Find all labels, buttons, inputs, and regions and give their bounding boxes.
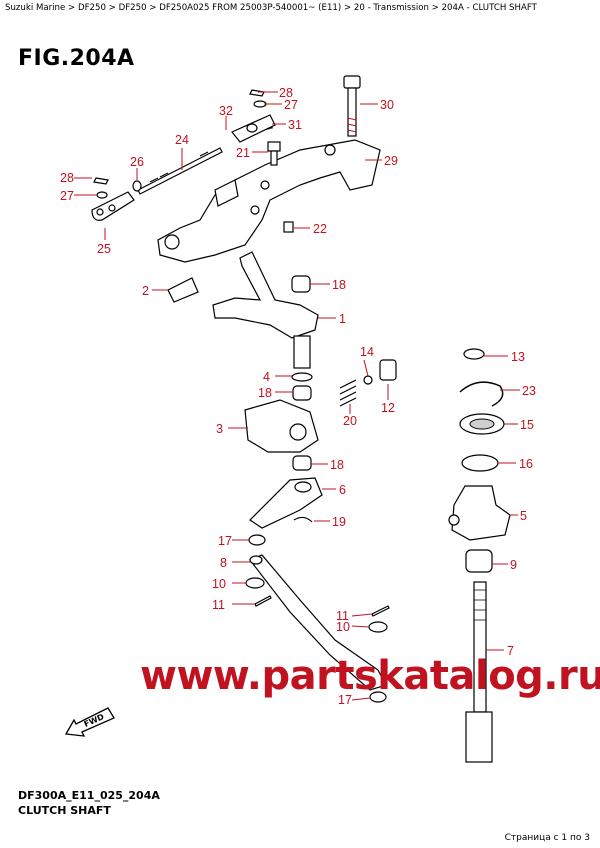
label-24: 24 (175, 133, 189, 147)
label-30: 30 (380, 98, 394, 112)
label-29: 29 (384, 154, 398, 168)
part-4-washer (291, 372, 313, 382)
label-2: 2 (142, 284, 149, 298)
label-10b: 10 (336, 620, 350, 634)
watermark: www.partskatalog.ru (140, 653, 600, 699)
part-27-28-small (93, 89, 267, 199)
part-13-cap (463, 348, 485, 360)
figure-title: FIG.204A (18, 46, 135, 71)
part-1-lever-shaft (212, 251, 319, 369)
label-18c: 18 (330, 458, 344, 472)
label-18a: 18 (332, 278, 346, 292)
label-1: 1 (339, 312, 346, 326)
part-22-screw (283, 221, 294, 233)
label-15: 15 (520, 418, 534, 432)
label-27: 27 (284, 98, 298, 112)
label-17b: 17 (338, 693, 352, 707)
label-31: 31 (288, 118, 302, 132)
label-28: 28 (279, 86, 293, 100)
part-3-housing (244, 399, 319, 453)
label-26: 26 (130, 155, 144, 169)
label-9: 9 (510, 558, 517, 572)
breadcrumb[interactable]: Suzuki Marine > DF250 > DF250 > DF250A02… (5, 3, 537, 13)
callout-labels: 28 27 30 32 31 24 21 29 26 28 27 22 25 1… (60, 86, 536, 707)
part-8-link (249, 554, 387, 691)
label-6: 6 (339, 483, 346, 497)
part-30-bolt (343, 75, 361, 137)
part-2-clip (167, 277, 199, 303)
part-15-bearing (459, 413, 505, 435)
part-10-washer (245, 577, 388, 633)
fwd-arrow-icon: FWD (64, 707, 115, 737)
figure-subtitle: CLUTCH SHAFT (18, 804, 111, 817)
label-25: 25 (97, 242, 111, 256)
part-25-rod-end (91, 191, 135, 221)
part-26-washer (132, 180, 142, 192)
label-23: 23 (522, 384, 536, 398)
part-5-housing (448, 485, 511, 541)
label-17a: 17 (218, 534, 232, 548)
part-17-bush (248, 534, 387, 703)
part-24-rod (137, 147, 223, 195)
label-7: 7 (507, 644, 514, 658)
part-29-bracket (157, 139, 381, 263)
part-11-pin (254, 595, 390, 617)
part-32-rod-end (231, 114, 276, 143)
part-16-ring (461, 454, 499, 472)
figure-code: DF300A_E11_025_204A (18, 789, 160, 802)
part-19-circlip (293, 516, 313, 523)
label-28b: 28 (60, 171, 74, 185)
label-4: 4 (263, 370, 270, 384)
part-14-ball (363, 375, 373, 385)
label-12: 12 (381, 401, 395, 415)
label-16: 16 (519, 457, 533, 471)
label-27b: 27 (60, 189, 74, 203)
label-11b: 11 (336, 609, 349, 623)
part-7-clutch-shaft (465, 581, 493, 763)
page-indicator: Страница с 1 по 3 (504, 833, 590, 843)
part-6-arm (249, 477, 323, 529)
label-3: 3 (216, 422, 223, 436)
label-19: 19 (332, 515, 346, 529)
label-21: 21 (236, 146, 250, 160)
label-14: 14 (360, 345, 374, 359)
label-13: 13 (511, 350, 525, 364)
part-18-bush (291, 275, 312, 471)
label-20: 20 (343, 414, 357, 428)
part-12-sleeve (379, 359, 397, 381)
part-23-snapring (459, 381, 504, 407)
label-5: 5 (520, 509, 527, 523)
label-22: 22 (313, 222, 327, 236)
part-21-bolt (267, 141, 281, 166)
label-10a: 10 (212, 577, 226, 591)
label-11a: 11 (212, 598, 225, 612)
label-18b: 18 (258, 386, 272, 400)
part-9-bush (465, 549, 493, 573)
leader-lines (74, 91, 520, 701)
part-20-spring (339, 379, 357, 407)
label-32: 32 (219, 104, 233, 118)
label-8: 8 (220, 556, 227, 570)
